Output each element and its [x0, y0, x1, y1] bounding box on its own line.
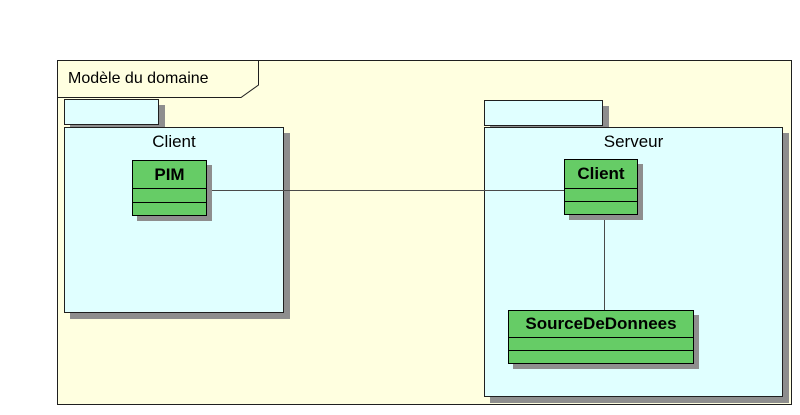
package-serveur-title: Serveur — [603, 132, 664, 151]
package-client-body[interactable]: Client — [64, 127, 284, 313]
package-client-tab[interactable] — [64, 99, 159, 125]
connector-client-sourcededonnees[interactable] — [604, 215, 605, 311]
class-sourcededonnees-name: SourceDeDonnees — [525, 314, 677, 333]
connector-pim-client[interactable] — [206, 190, 565, 191]
root-package-label: Modèle du domaine — [68, 70, 209, 87]
package-client-title: Client — [152, 132, 196, 151]
class-client-name: Client — [577, 164, 625, 183]
class-pim-operations-compartment — [133, 201, 206, 216]
package-serveur-tab[interactable] — [484, 100, 603, 126]
class-pim-name: PIM — [154, 164, 185, 184]
root-package-tab[interactable] — [57, 60, 260, 99]
class-sourcededonnees-operations-compartment — [509, 350, 693, 363]
class-client-attributes-compartment — [565, 188, 637, 201]
class-pim-attributes-compartment — [133, 188, 206, 202]
root-package-tab-shape[interactable] — [57, 60, 259, 98]
class-sourcededonnees[interactable]: SourceDeDonnees — [508, 310, 694, 364]
class-client[interactable]: Client — [564, 159, 638, 215]
class-pim[interactable]: PIM — [132, 160, 207, 216]
class-sourcededonnees-attributes-compartment — [509, 337, 693, 350]
class-client-operations-compartment — [565, 201, 637, 214]
